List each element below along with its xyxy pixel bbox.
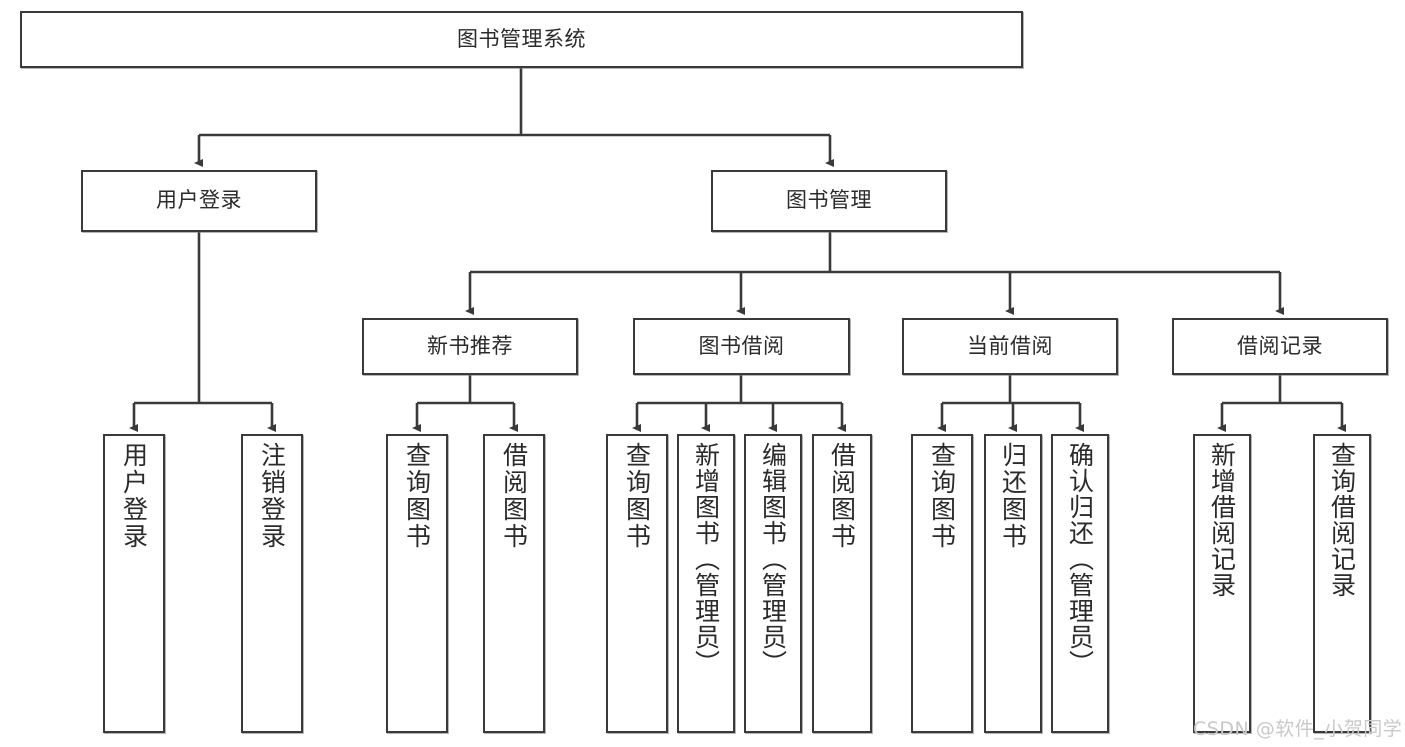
csdn-watermark: CSDN @软件_小贺同学 (1193, 718, 1403, 740)
node-leaf-edit-book[interactable]: 编辑图书（管理员） (744, 434, 802, 733)
node-user-login-label: 用户登录 (156, 188, 242, 213)
node-root-label: 图书管理系统 (457, 26, 586, 51)
node-book-manage[interactable]: 图书管理 (711, 170, 947, 232)
node-root[interactable]: 图书管理系统 (20, 11, 1023, 68)
node-book-borrow-label: 图书借阅 (698, 333, 785, 358)
node-leaf-borrow-book-1[interactable]: 借阅图书 (483, 434, 545, 733)
node-leaf-add-book[interactable]: 新增图书（管理员） (677, 434, 735, 733)
node-book-borrow[interactable]: 图书借阅 (633, 318, 850, 375)
node-leaf-user-login-label: 用户登录 (119, 442, 149, 550)
node-book-manage-label: 图书管理 (786, 188, 872, 213)
node-leaf-query-book-3[interactable]: 查询图书 (911, 434, 973, 733)
node-current-borrow[interactable]: 当前借阅 (902, 318, 1118, 375)
node-leaf-add-borrow-record-label: 新增借阅记录 (1207, 442, 1237, 598)
node-leaf-user-login[interactable]: 用户登录 (103, 434, 165, 733)
node-leaf-query-book-2[interactable]: 查询图书 (606, 434, 668, 733)
node-leaf-edit-book-label: 编辑图书（管理员） (758, 442, 788, 676)
node-leaf-return-book-label: 归还图书 (998, 442, 1028, 550)
node-leaf-borrow-book-2-label: 借阅图书 (827, 442, 857, 550)
node-leaf-add-book-label: 新增图书（管理员） (691, 442, 721, 676)
node-borrow-record[interactable]: 借阅记录 (1172, 318, 1388, 375)
node-leaf-confirm-return-label: 确认归还（管理员） (1065, 442, 1095, 676)
node-leaf-add-borrow-record[interactable]: 新增借阅记录 (1193, 434, 1251, 733)
node-leaf-query-book-2-label: 查询图书 (622, 442, 652, 550)
node-leaf-borrow-book-1-label: 借阅图书 (499, 442, 529, 550)
node-leaf-query-book-1-label: 查询图书 (402, 442, 432, 550)
node-leaf-user-logout-label: 注销登录 (257, 442, 287, 550)
node-leaf-return-book[interactable]: 归还图书 (984, 434, 1042, 733)
node-borrow-record-label: 借阅记录 (1237, 333, 1323, 358)
node-new-book-recommend-label: 新书推荐 (427, 333, 513, 358)
node-leaf-query-book-3-label: 查询图书 (927, 442, 957, 550)
node-leaf-query-borrow-record-label: 查询借阅记录 (1327, 442, 1357, 598)
node-new-book-recommend[interactable]: 新书推荐 (362, 318, 578, 375)
node-leaf-borrow-book-2[interactable]: 借阅图书 (812, 434, 872, 733)
node-leaf-query-borrow-record[interactable]: 查询借阅记录 (1313, 434, 1371, 733)
node-leaf-user-logout[interactable]: 注销登录 (241, 434, 303, 733)
node-leaf-query-book-1[interactable]: 查询图书 (386, 434, 448, 733)
node-user-login[interactable]: 用户登录 (81, 170, 317, 232)
node-current-borrow-label: 当前借阅 (967, 333, 1053, 358)
node-leaf-confirm-return[interactable]: 确认归还（管理员） (1051, 434, 1109, 733)
